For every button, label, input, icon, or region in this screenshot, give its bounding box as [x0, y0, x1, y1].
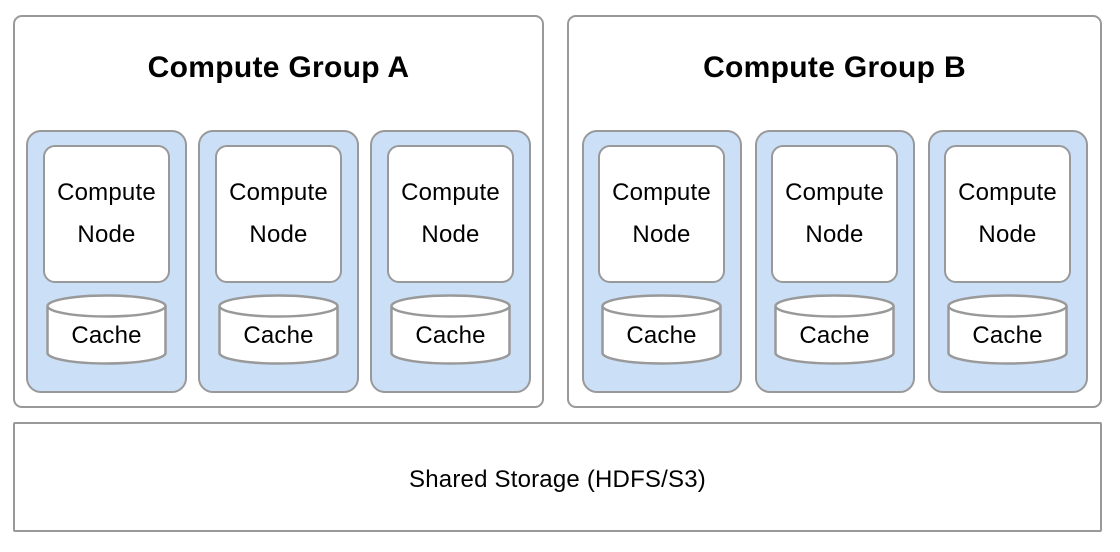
compute-node-label: Compute Node — [958, 179, 1057, 248]
compute-node-label: Compute Node — [401, 179, 500, 248]
compute-node-label: Compute Node — [785, 179, 884, 248]
compute-node-box: Compute Node — [944, 145, 1071, 283]
node-unit: Compute Node Cache — [26, 130, 187, 393]
compute-node-label: Compute Node — [229, 179, 328, 248]
compute-group-b-node-row: Compute Node Cache Compute Node — [569, 130, 1100, 393]
cache-label: Cache — [799, 322, 870, 349]
node-unit: Compute Node Cache — [370, 130, 531, 393]
compute-group-a-node-row: Compute Node Cache Compute Node — [15, 130, 542, 393]
database-cylinder-icon — [390, 294, 511, 365]
cache-label: Cache — [415, 322, 486, 349]
cache-cylinder: Cache — [45, 294, 168, 366]
shared-storage-box: Shared Storage (HDFS/S3) — [13, 422, 1102, 532]
node-unit: Compute Node Cache — [927, 130, 1088, 393]
node-unit: Compute Node Cache — [754, 130, 915, 393]
cache-cylinder: Cache — [946, 294, 1069, 366]
database-cylinder-icon — [947, 294, 1068, 365]
cache-cylinder: Cache — [389, 294, 512, 366]
compute-group-b: Compute Group B Compute Node Cache Compu… — [567, 15, 1102, 408]
shared-storage-label: Shared Storage (HDFS/S3) — [409, 466, 706, 493]
database-cylinder-icon — [601, 294, 722, 365]
compute-node-box: Compute Node — [771, 145, 898, 283]
cache-cylinder: Cache — [773, 294, 896, 366]
compute-node-label: Compute Node — [57, 179, 156, 248]
cache-label: Cache — [626, 322, 697, 349]
compute-node-box: Compute Node — [387, 145, 514, 283]
database-cylinder-icon — [46, 294, 167, 365]
cache-cylinder: Cache — [217, 294, 340, 366]
database-cylinder-icon — [218, 294, 339, 365]
compute-node-label: Compute Node — [612, 179, 711, 248]
compute-group-b-title: Compute Group B — [703, 51, 966, 84]
compute-node-box: Compute Node — [598, 145, 725, 283]
compute-group-a-title: Compute Group A — [147, 51, 410, 84]
cache-label: Cache — [71, 322, 142, 349]
compute-node-box: Compute Node — [215, 145, 342, 283]
cache-cylinder: Cache — [600, 294, 723, 366]
node-unit: Compute Node Cache — [581, 130, 742, 393]
compute-group-a: Compute Group A Compute Node Cache Compu… — [13, 15, 544, 408]
cache-label: Cache — [243, 322, 314, 349]
cache-label: Cache — [972, 322, 1043, 349]
database-cylinder-icon — [774, 294, 895, 365]
compute-node-box: Compute Node — [43, 145, 170, 283]
node-unit: Compute Node Cache — [198, 130, 359, 393]
